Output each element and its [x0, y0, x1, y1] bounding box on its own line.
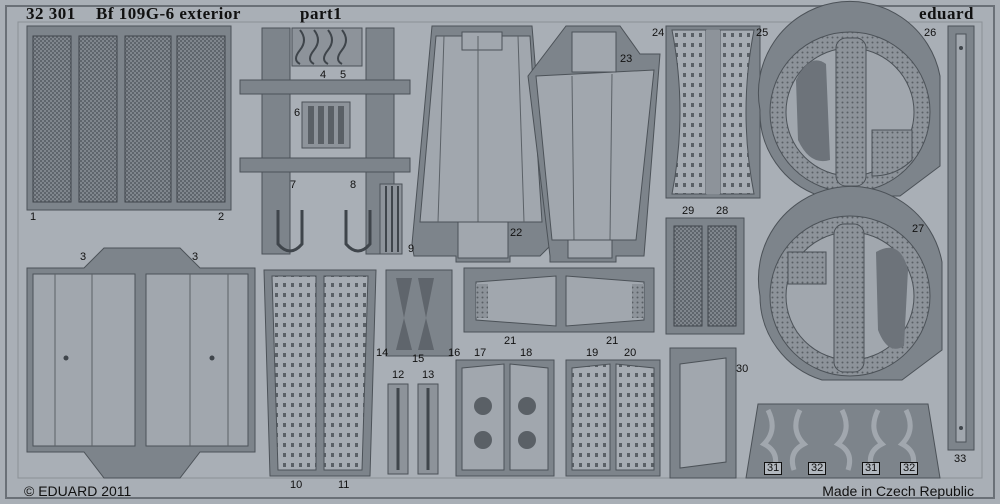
brand-logo: eduard: [919, 4, 974, 23]
part-30-panel: [669, 347, 737, 479]
part-number: 25: [756, 27, 769, 39]
part-number: 7: [290, 179, 297, 191]
part-28-29-mesh-panels: [665, 217, 745, 335]
part-number: 17: [474, 347, 487, 359]
part-number: 27: [912, 223, 925, 235]
part-number: 31: [862, 462, 881, 475]
part-number: 2: [218, 211, 225, 223]
part-22-23-tapered-plates: [411, 25, 661, 263]
part-10-11-riveted-strips: [263, 269, 377, 477]
part-number: 32: [808, 462, 827, 475]
part-number: 31: [764, 462, 783, 475]
part-number: 32: [900, 462, 919, 475]
part-number: 1: [30, 211, 37, 223]
part-number: 28: [716, 205, 729, 217]
part-33-strip: [947, 25, 975, 451]
part-number: 22: [510, 227, 523, 239]
part-number: 24: [652, 27, 665, 39]
part-number: 12: [392, 369, 405, 381]
part-number: 14: [376, 347, 389, 359]
part-number: 10: [290, 479, 303, 491]
origin-text: Made in Czech Republic: [822, 483, 974, 499]
part-1-2-mesh-screens: [26, 25, 232, 211]
sheet-title: Bf 109G-6 exterior: [96, 4, 241, 23]
part-number: 13: [422, 369, 435, 381]
part-12-16-small-parts: [385, 269, 453, 475]
part-31-32-hinges: [745, 403, 941, 479]
part-number: 3: [192, 251, 199, 263]
part-number: 19: [586, 347, 599, 359]
part-number: 21: [606, 335, 619, 347]
part-17-20-panels: [455, 359, 661, 477]
part-number: 26: [924, 27, 937, 39]
part-number: 18: [520, 347, 533, 359]
sheet-code: 32 301: [26, 4, 76, 23]
part-number: 33: [954, 453, 967, 465]
part-3-plates: [26, 247, 256, 479]
part-number: 5: [340, 69, 347, 81]
copyright-text: © EDUARD 2011: [24, 483, 132, 499]
part-26-27-round-covers: [757, 0, 943, 381]
part-number: 23: [620, 53, 633, 65]
part-4-9-brackets: [239, 27, 411, 255]
part-number: 29: [682, 205, 695, 217]
part-number: 4: [320, 69, 327, 81]
part-number: 8: [350, 179, 357, 191]
part-number: 3: [80, 251, 87, 263]
part-number: 30: [736, 363, 749, 375]
sheet-part: part1: [300, 4, 343, 23]
part-number: 15: [412, 353, 425, 365]
part-21-bridge: [463, 267, 655, 333]
part-number: 11: [338, 479, 350, 491]
part-number: 21: [504, 335, 517, 347]
part-number: 20: [624, 347, 637, 359]
part-number: 6: [294, 107, 301, 119]
sheet-frame: [5, 5, 995, 499]
part-number: 9: [408, 243, 415, 255]
part-24-25-riveted-panels: [665, 25, 761, 199]
part-number: 16: [448, 347, 461, 359]
